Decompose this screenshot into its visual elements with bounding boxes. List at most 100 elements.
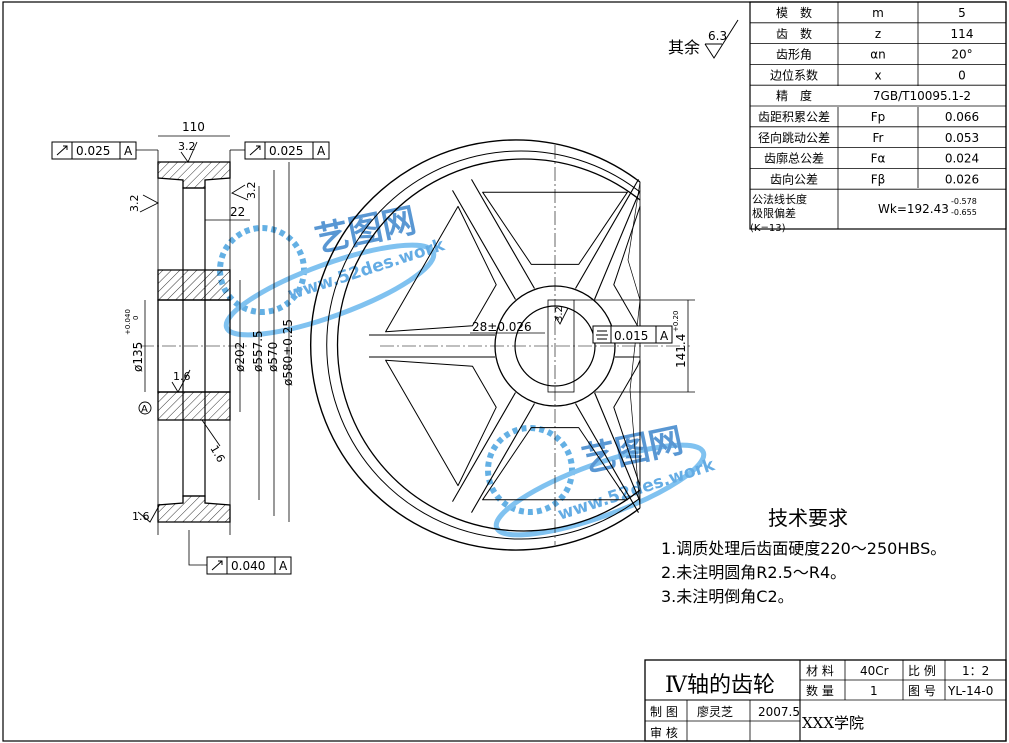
dim-rough-left: 3.2 (128, 195, 141, 213)
param-name: 径向跳动公差 (758, 130, 830, 145)
param-name: 齿向公差 (770, 171, 818, 186)
param-value: 0.053 (945, 131, 979, 145)
requirement-2: 2.未注明圆角R2.5～R4。 (661, 563, 846, 582)
param-symbol: m (872, 6, 884, 20)
fcf-bottom-datum: A (279, 559, 288, 573)
datum-a-marker (138, 401, 152, 415)
dim-keyway-width: 28±0.026 (472, 320, 532, 334)
param-symbol: Fr (873, 131, 884, 145)
param-value: 0.066 (945, 110, 979, 124)
param-name: 精 度 (776, 88, 812, 103)
param-name: 齿距积累公差 (758, 110, 830, 124)
general-roughness: 其余 6.3 (668, 19, 739, 59)
param-symbol: αn (870, 48, 886, 62)
param-value: 0.024 (945, 152, 979, 166)
param-name: 齿形角 (776, 48, 812, 62)
wk-label-2: 极限偏差 (752, 206, 796, 220)
param-name: 齿 数 (776, 26, 812, 41)
fcf-bottom-value: 0.040 (231, 559, 265, 573)
spoke-edge (575, 403, 639, 513)
dim-web: 22 (230, 205, 245, 219)
drawn-label: 制 图 (650, 705, 678, 719)
lightening-window (385, 205, 497, 333)
fcf-left-value: 0.025 (76, 144, 110, 158)
param-value: 7GB/T10095.1-2 (873, 89, 971, 103)
wk-label-1: 公法线长度 (752, 192, 807, 206)
spoke-edge (452, 392, 516, 502)
lightening-window (482, 427, 628, 501)
material-value: 40Cr (860, 664, 889, 678)
param-name: 齿廓总公差 (764, 151, 824, 166)
drawn-date: 2007.5 (758, 705, 800, 719)
dim-d580: ø580±0.25 (281, 319, 295, 386)
dim-width: 110 (182, 120, 205, 134)
param-symbol: Fp (871, 110, 886, 124)
dim-bore-tol-low: 0 (132, 316, 140, 320)
dim-d202: ø202 (233, 342, 247, 372)
dim-rough-rim: 1.6 (132, 510, 150, 523)
dim-keyway-height-tol: +0.20 (672, 311, 680, 332)
qty-label: 数 量 (806, 683, 834, 698)
datum-a-label: A (141, 404, 148, 415)
dim-keyway-height: 141.4 (674, 334, 688, 368)
dim-keyway-rough: 3.2 (554, 306, 565, 322)
param-value: 5 (958, 6, 966, 20)
fcf-right: 0.025 A (230, 141, 330, 160)
param-value: 114 (951, 27, 974, 41)
scale-value: 1：2 (962, 664, 989, 678)
material-label: 材 料 (806, 664, 834, 678)
scale-label: 比 例 (908, 664, 936, 678)
fcf-keyway-value: 0.015 (614, 329, 648, 343)
lightening-window (482, 191, 628, 265)
drawing-no-value: YL-14-0 (947, 684, 993, 698)
wk-label-3: (K=13) (750, 223, 786, 234)
dim-rough-top: 3.2 (178, 140, 196, 153)
param-value: 20° (951, 48, 972, 62)
fcf-keyway-datum: A (660, 329, 669, 343)
qty-value: 1 (870, 684, 878, 698)
param-symbol: x (874, 68, 881, 82)
spoke-edge (593, 190, 641, 300)
requirements-title: 技术要求 (768, 506, 848, 530)
lightening-window (613, 359, 641, 487)
spoke-edge (593, 392, 641, 502)
dim-rough-bore: 1.6 (173, 370, 191, 383)
fcf-bottom: 0.040 A (188, 530, 292, 575)
section-view: 110 3.2 3.2 3.2 22 ø135 +0.040 0 A ø202 … (124, 120, 295, 535)
dim-d570: ø570 (266, 342, 280, 372)
param-name: 边位系数 (770, 67, 818, 82)
fcf-left-datum: A (124, 144, 133, 158)
dim-rough-web: 1.6 (207, 443, 227, 465)
spoke-edge (471, 179, 535, 289)
spoke-edge (471, 403, 535, 513)
wk-lower-dev: -0.655 (951, 208, 977, 217)
spoke-edge (452, 190, 516, 300)
param-symbol: Fβ (871, 172, 886, 186)
drawn-by: 廖灵芝 (697, 704, 733, 719)
school-name: XXX学院 (802, 714, 864, 732)
title-block: Ⅳ轴的齿轮 材 料 40Cr 比 例 1：2 数 量 1 图 号 YL-14-0… (644, 659, 1007, 742)
technical-requirements: 技术要求 1.调质处理后齿面硬度220～250HBS。 2.未注明圆角R2.5～… (661, 506, 946, 606)
roughness-value: 6.3 (708, 29, 727, 43)
watermark-top: 艺图网 www.52des.work (217, 200, 448, 338)
requirement-3: 3.未注明倒角C2。 (661, 587, 794, 606)
fcf-right-value: 0.025 (269, 144, 303, 158)
fcf-left: 0.025 A (51, 141, 158, 160)
wk-upper-dev: -0.578 (951, 197, 977, 206)
param-symbol: z (875, 27, 881, 41)
wk-value: Wk=192.43 (878, 202, 949, 216)
param-name: 模 数 (776, 5, 812, 20)
spoke-edge (575, 179, 639, 289)
dim-d557: ø557.5 (251, 330, 265, 372)
dim-rough-right: 3.2 (245, 182, 258, 200)
part-name: Ⅳ轴的齿轮 (665, 673, 775, 698)
dim-bore-tol: +0.040 (124, 309, 132, 335)
front-view-gear: 28±0.026 3.2 0.015 A 141.4 +0.20 (310, 139, 695, 551)
lightening-window (613, 205, 641, 333)
fcf-keyway (592, 325, 673, 344)
param-symbol: Fα (871, 152, 886, 166)
fcf-right-datum: A (317, 144, 326, 158)
